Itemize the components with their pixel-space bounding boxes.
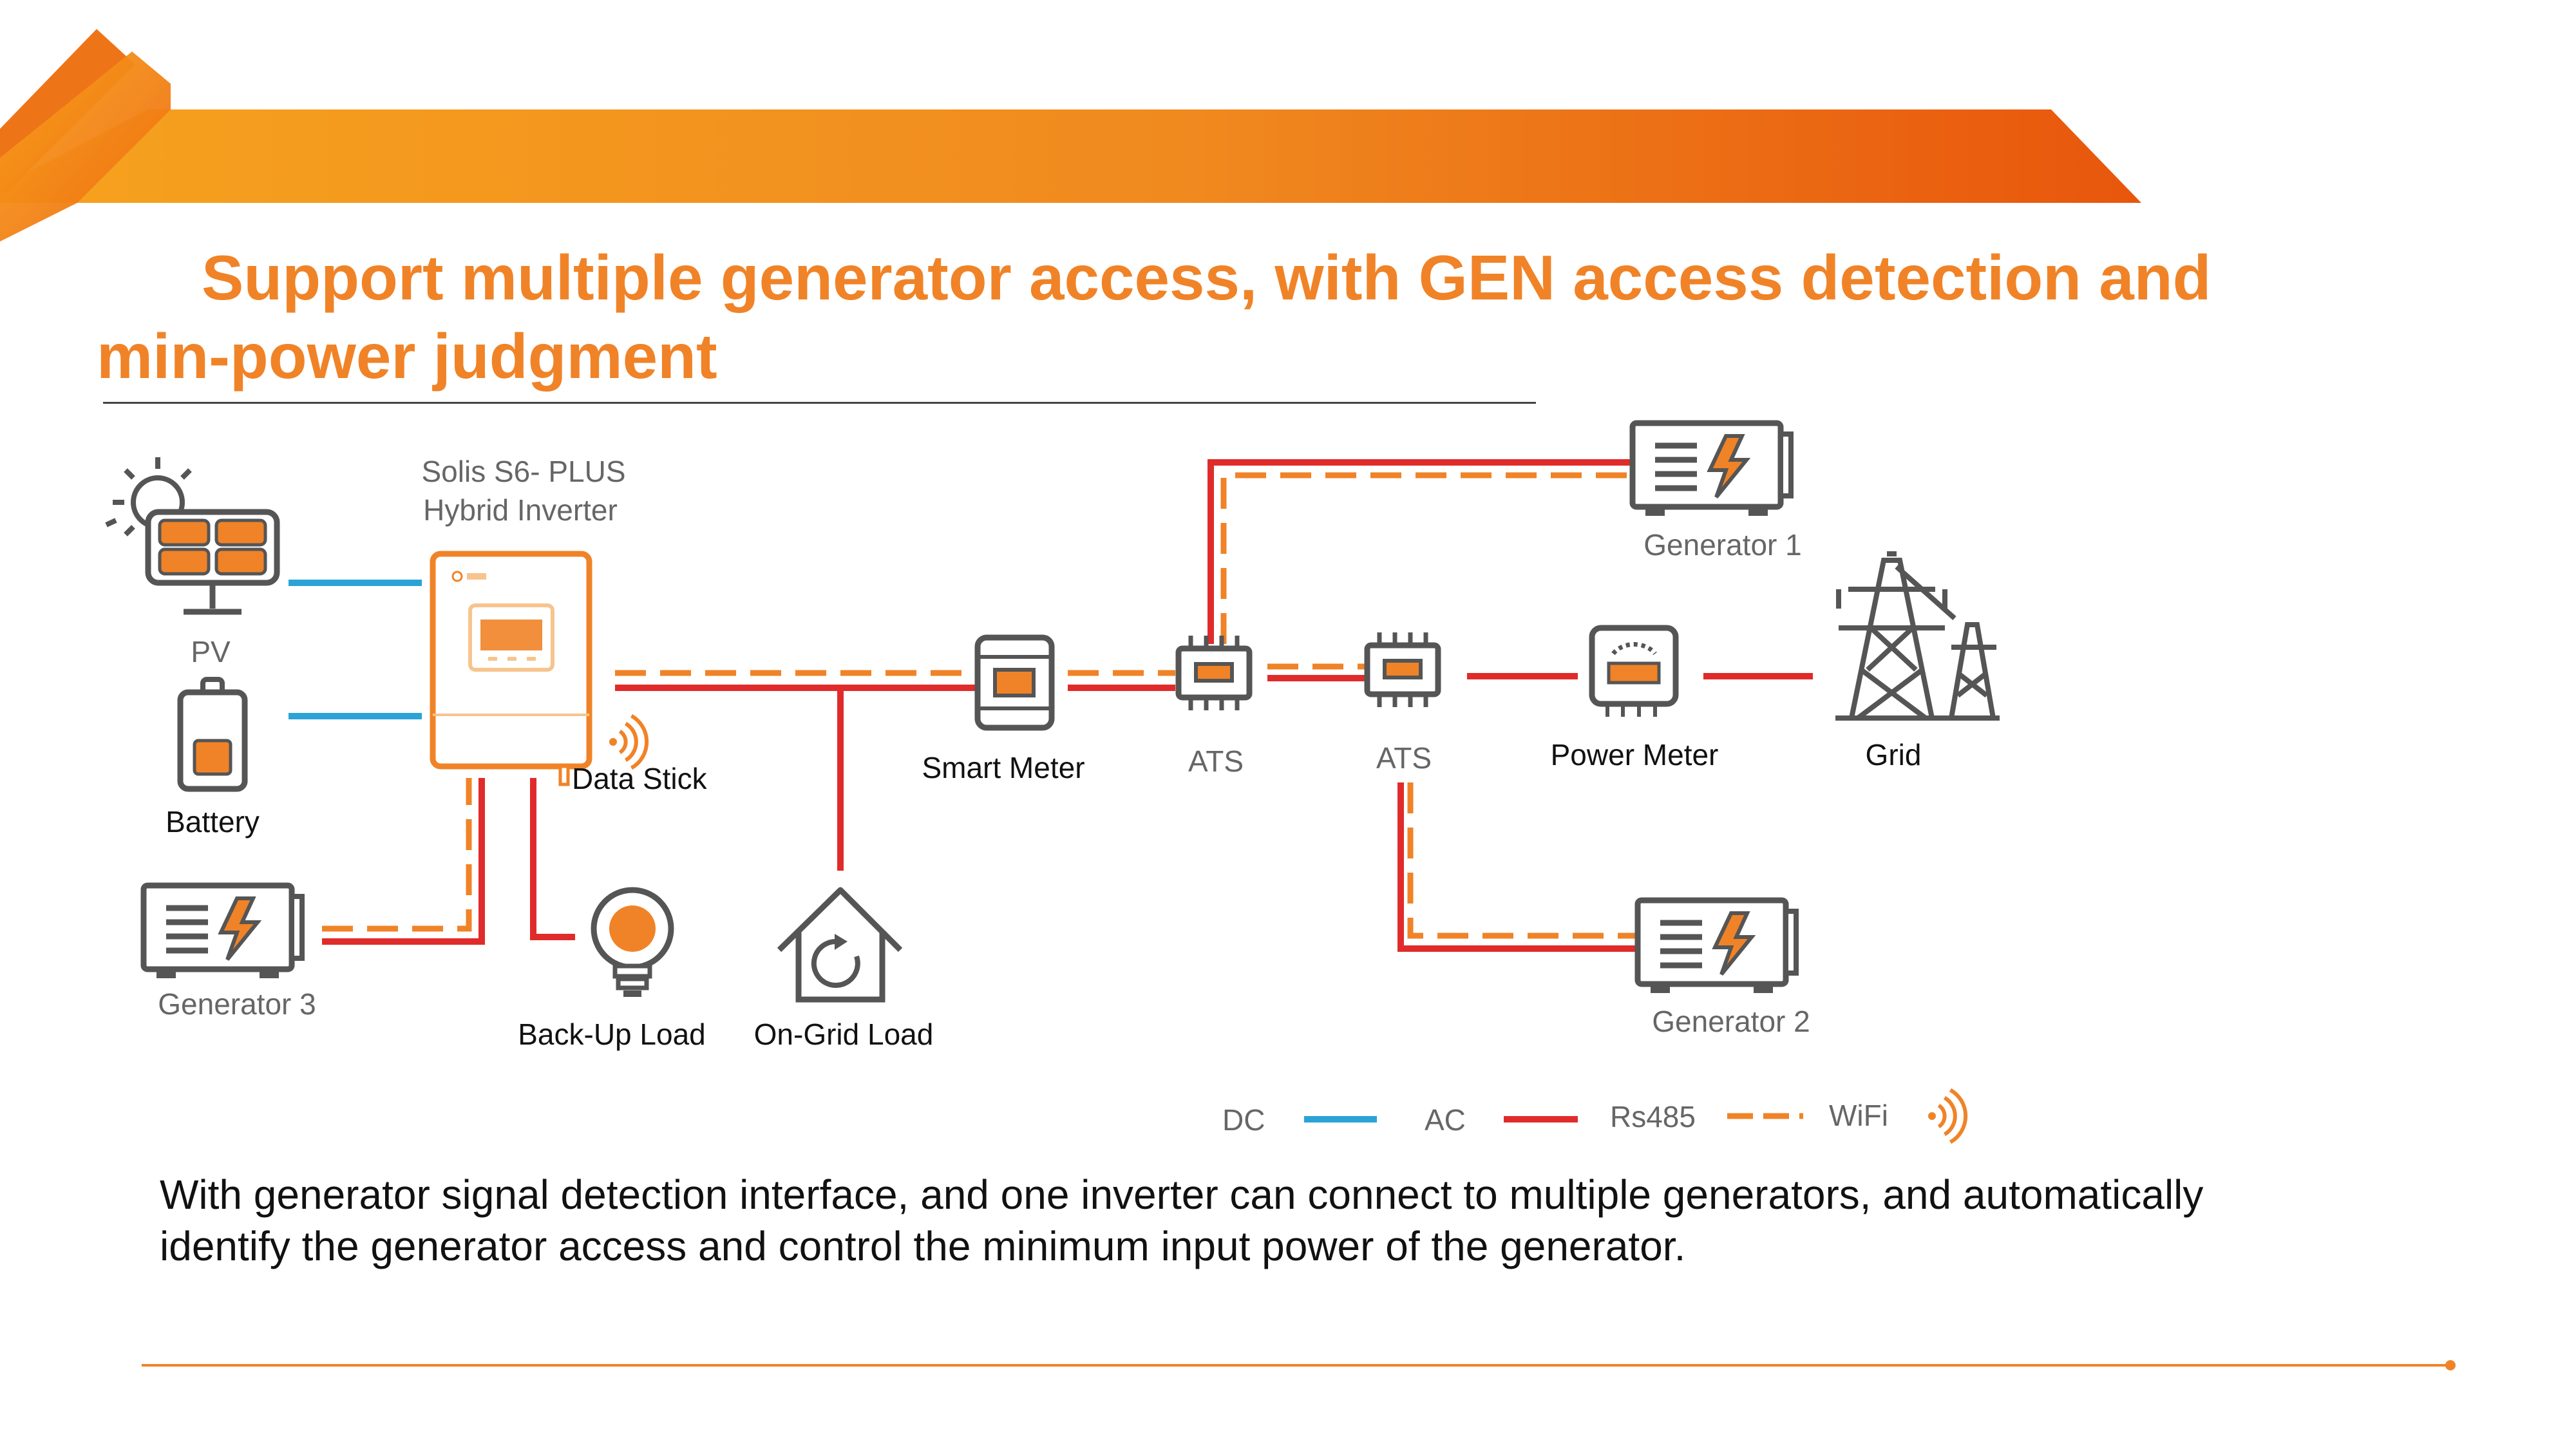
backup-load-icon — [591, 887, 674, 997]
page-title: Support multiple generator access, with … — [97, 238, 2415, 395]
inverter-label-line-2: Hybrid Inverter — [423, 493, 618, 527]
battery-icon — [177, 677, 248, 792]
dc-lines — [289, 580, 422, 719]
data-stick-label: Data Stick — [572, 762, 708, 795]
footer-rule-dot — [2445, 1360, 2456, 1370]
smart-meter-label: Smart Meter — [922, 751, 1084, 784]
page-title-line-2: min-power judgment — [97, 321, 717, 392]
pv-icon — [105, 457, 280, 615]
battery-label: Battery — [166, 805, 260, 838]
ats1-label: ATS — [1188, 744, 1244, 778]
generator1-label: Generator 1 — [1643, 528, 1801, 562]
generator1-icon — [1633, 423, 1791, 516]
backup-load-label: Back-Up Load — [518, 1018, 706, 1051]
generator2-icon — [1638, 900, 1796, 993]
legend-wifi-label: WiFi — [1829, 1099, 1888, 1132]
data-stick-connector — [558, 764, 570, 786]
hybrid-inverter-icon — [430, 551, 592, 770]
ac-lines — [322, 459, 1813, 952]
ongrid-load-icon — [777, 887, 903, 1003]
rs485-lines — [322, 472, 1641, 939]
legend-wifi-icon — [1928, 1090, 1965, 1142]
title-underline — [103, 402, 1536, 404]
footer-rule — [142, 1364, 2450, 1367]
caption: With generator signal detection interfac… — [160, 1169, 2478, 1272]
power-meter-icon — [1589, 625, 1679, 717]
ongrid-load-label: On-Grid Load — [754, 1018, 934, 1051]
header-banner — [0, 29, 2141, 242]
grid-tower-icon — [1835, 551, 2000, 721]
data-stick-wifi-icon — [609, 716, 647, 768]
generator3-icon — [144, 886, 302, 978]
generator2-label: Generator 2 — [1652, 1005, 1810, 1038]
generator3-label: Generator 3 — [158, 987, 316, 1021]
legend-dc-label: DC — [1222, 1103, 1265, 1137]
legend-rs485-label: Rs485 — [1610, 1100, 1696, 1133]
banner-bar — [0, 109, 2141, 203]
ats2-icon — [1367, 632, 1438, 707]
pv-label: PV — [191, 635, 231, 668]
ats2-label: ATS — [1376, 741, 1432, 775]
caption-line-2: identify the generator access and contro… — [160, 1223, 1686, 1269]
legend: DC AC Rs485 WiFi — [1222, 1090, 1965, 1142]
smart-meter-icon — [974, 634, 1055, 731]
caption-line-1: With generator signal detection interfac… — [160, 1171, 2204, 1218]
ats1-icon — [1179, 636, 1249, 710]
legend-ac-label: AC — [1425, 1103, 1466, 1137]
corner-chevron-front — [0, 52, 171, 242]
inverter-label-line-1: Solis S6- PLUS — [421, 455, 625, 488]
grid-label: Grid — [1866, 738, 1922, 772]
page-title-line-1: Support multiple generator access, with … — [202, 242, 2211, 313]
power-meter-label: Power Meter — [1551, 738, 1719, 772]
